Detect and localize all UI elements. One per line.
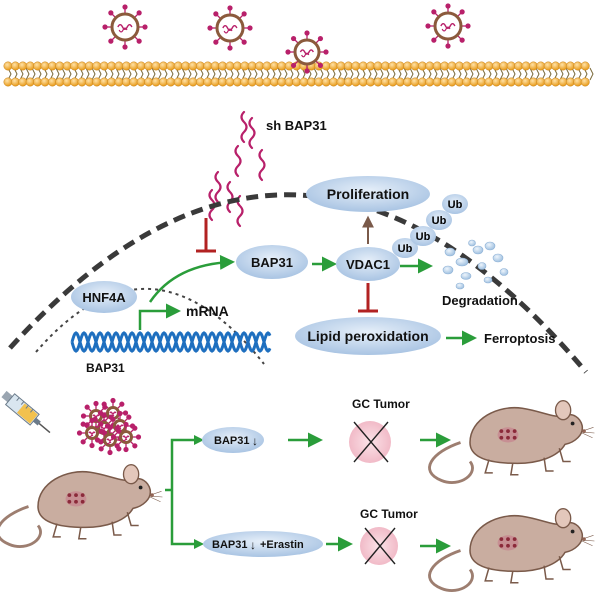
nucleus-boundary-arc (35, 288, 265, 365)
gc-tumor-bottom-blob (360, 527, 398, 565)
bap31-gene-label: BAP31 (86, 361, 125, 375)
virus-4 (425, 3, 471, 49)
ub-node-1 (392, 238, 418, 258)
degradation-fragments (442, 239, 509, 290)
lipid-peroxidation-label: Lipid peroxidation (307, 328, 428, 344)
branch-arrowhead-bottom (194, 539, 204, 549)
branch-bracket (165, 438, 194, 546)
down-arrow-icon: ↓ (252, 434, 258, 448)
ub-label-4: Ub (448, 199, 463, 211)
virus-2 (207, 5, 253, 51)
gc-tumor-top-blob (349, 421, 391, 463)
shrna-strands (208, 110, 266, 228)
virus-1 (102, 4, 148, 50)
ub-label-1: Ub (398, 243, 413, 255)
shrna-inhibition (196, 218, 216, 253)
vdac1-inhibits-lipid-peroxidation (358, 283, 378, 313)
tumor-suppressed-cross-icon (353, 421, 389, 463)
bap31-knockdown-erastin-label: BAP31 (212, 539, 247, 551)
ub-node-3 (426, 210, 452, 230)
proliferation-label: Proliferation (327, 186, 409, 202)
ferroptosis-label: Ferroptosis (484, 331, 556, 346)
tumor-suppressed-cross-icon-2 (364, 527, 396, 565)
mrna-label: mRNA (186, 303, 229, 319)
gc-tumor-top-label: GC Tumor (352, 397, 410, 411)
ub-label-2: Ub (416, 231, 431, 243)
sh-bap31-label: sh BAP31 (266, 118, 327, 133)
bap31-knockdown-erastin-node (203, 531, 323, 557)
down-arrow-icon-2: ↓ (250, 538, 256, 552)
cell-membrane (3, 61, 594, 87)
branch-arrowhead-top (194, 435, 204, 445)
translation-arrow (148, 254, 235, 303)
mouse-result-bottom-icon (428, 508, 595, 592)
mouse-injected-icon (0, 464, 163, 548)
hnf4a-label: HNF4A (82, 290, 126, 305)
vdac1-label: VDAC1 (346, 257, 390, 272)
ub-node-2 (410, 226, 436, 246)
bap31-gene-dna (70, 331, 272, 353)
bap31-knockdown-node (202, 427, 264, 453)
mouse-result-top-icon (428, 400, 595, 484)
erastin-label: +Erastin (260, 539, 304, 551)
cluster-virus-7 (110, 421, 142, 453)
syringe-icon (1, 390, 51, 434)
bap31-node-label: BAP31 (251, 255, 293, 270)
bap31-node (236, 245, 308, 279)
ub-node-4 (442, 194, 468, 214)
vdac1-node (336, 247, 400, 281)
lipid-peroxidation-node (295, 317, 441, 355)
virus-cluster-icon (76, 397, 142, 456)
ubiquitin-chain: Ub Ub Ub Ub (392, 194, 468, 258)
virus-3 (285, 30, 329, 74)
transcription-arrow (138, 303, 181, 330)
bap31-knockdown-label: BAP31 (214, 435, 249, 447)
hnf4a-node (71, 281, 137, 313)
degradation-label: Degradation (442, 293, 518, 308)
gc-tumor-bottom-label: GC Tumor (360, 507, 418, 521)
ub-label-3: Ub (432, 215, 447, 227)
proliferation-node (306, 176, 430, 212)
lentivirus-particles (102, 3, 471, 74)
